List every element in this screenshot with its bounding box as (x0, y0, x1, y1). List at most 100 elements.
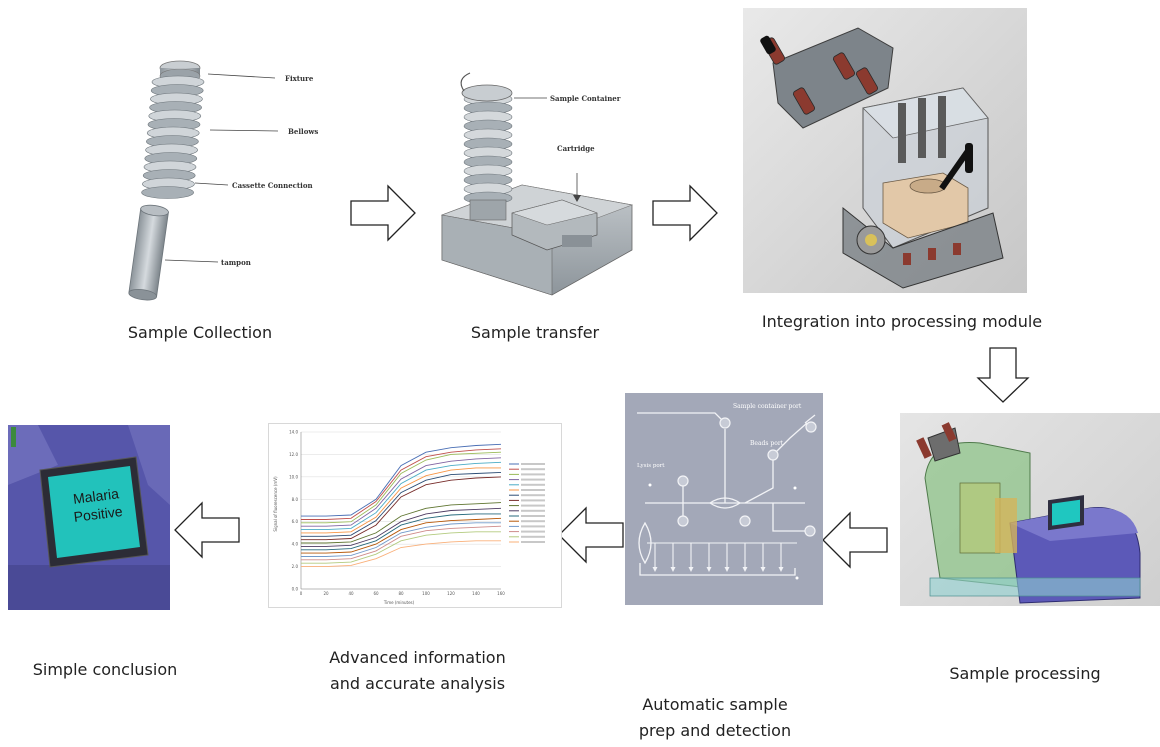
caption-sample-processing: Sample processing (949, 664, 1101, 683)
caption-integration: Integration into processing module (761, 312, 1043, 331)
container-base (469, 199, 507, 221)
chart-x-axis-label: Time (minutes) (383, 600, 415, 605)
arrow-left-icon (174, 501, 240, 559)
chart-series-line (301, 457, 502, 527)
chart-y-tick-label: 14.0 (289, 430, 298, 435)
chart-series-line (301, 513, 501, 551)
channel-arrowhead (670, 567, 676, 572)
chart-legend-entry (521, 509, 545, 512)
caption-analysis-line2: and accurate analysis (329, 674, 506, 693)
chart-y-tick-label: 6.0 (292, 519, 299, 524)
chart-series-line (301, 517, 502, 554)
chart-y-tick-label: 10.0 (289, 474, 298, 479)
conclusion-device-illustration (8, 425, 170, 610)
chart-x-tick-label: 60 (373, 591, 379, 596)
caption-analysis-line1: Advanced information (329, 648, 506, 667)
chart-series-line (301, 540, 501, 568)
sample-transfer-panel: Sample Container Cartridge (432, 65, 642, 305)
channel-arrowhead (652, 567, 658, 572)
chart-series-line (301, 525, 502, 561)
chart-x-tick-label: 120 (447, 591, 455, 596)
chart-legend-entry (521, 535, 545, 538)
chart-x-tick-label: 40 (348, 591, 354, 596)
chart-series-line (301, 522, 501, 557)
caption-sample-transfer: Sample transfer (470, 323, 600, 342)
arrow-left-icon (558, 506, 624, 564)
chart-y-axis-label: Signal of fluorescence (mV) (273, 476, 278, 532)
chart-series-line (301, 507, 502, 547)
chart-series-line (301, 461, 502, 531)
arrow-right-icon (350, 184, 416, 242)
chart-x-tick-label: 20 (323, 591, 329, 596)
channel-arrowhead (688, 567, 694, 572)
label-bellows: Bellows (288, 127, 318, 136)
caption-advanced-analysis: Advanced information and accurate analys… (290, 645, 545, 697)
chart-legend-entry (521, 520, 545, 523)
label-tampon: tampon (221, 258, 251, 267)
chart-legend-entry (521, 494, 545, 497)
channel-arrowhead (778, 567, 784, 572)
microfluidic-schematic: Sample container port Beads port Lysis p… (637, 403, 817, 580)
chart-series-line (301, 443, 502, 517)
chart-series-line (301, 502, 502, 544)
chart-legend-entry (521, 468, 545, 471)
chart-y-tick-label: 12.0 (289, 452, 298, 457)
chart-series-line (301, 471, 502, 537)
caption-prep-line1: Automatic sample (642, 695, 788, 714)
conclusion-device-panel: Malaria Positive (8, 425, 170, 610)
chart-legend-entry (521, 473, 545, 476)
label-lysis-port: Lysis port (637, 463, 665, 469)
label-fixture: Fixture (285, 74, 314, 83)
caption-simple-conclusion: Simple conclusion (32, 660, 178, 679)
microfluidic-schematic-panel: Sample container port Beads port Lysis p… (625, 393, 823, 605)
chart-legend-entry (521, 463, 545, 465)
chart-legend-entry (521, 478, 545, 481)
arrow-left-icon (822, 511, 888, 569)
channel-arrowhead (724, 567, 730, 572)
processing-device-illustration (916, 422, 1141, 604)
chart-x-tick-label: 0 (300, 591, 303, 596)
channel-arrowhead (706, 567, 712, 572)
chart-x-tick-label: 100 (422, 591, 430, 596)
chart-series-line (301, 451, 502, 524)
label-beads-port: Beads port (750, 440, 784, 447)
label-sample-container-port: Sample container port (733, 403, 802, 410)
chart-y-tick-label: 8.0 (292, 497, 299, 502)
processing-module-cad-panel (743, 8, 1027, 293)
cartridge-illustration: Sample Container Cartridge (440, 72, 634, 296)
chart-legend-entry (521, 530, 545, 533)
channel-arrowhead (742, 567, 748, 572)
chart-legend-entry (521, 541, 545, 543)
chart-legend-entry (521, 489, 545, 491)
chart-series-line (301, 467, 501, 534)
caption-sample-collection: Sample Collection (127, 323, 273, 342)
label-cartridge: Cartridge (557, 144, 595, 153)
chart-series-line (301, 531, 501, 564)
chart-y-tick-label: 2.0 (292, 564, 299, 569)
chart-x-tick-label: 80 (398, 591, 404, 596)
chart-legend-entry (521, 525, 545, 528)
chart-x-tick-label: 140 (472, 591, 480, 596)
fluorescence-chart-panel: 0.0 2.0 4.0 6.0 8.0 10.0 12.0 14.0 0 20 40 60 80 100 1… (268, 423, 562, 608)
chart-y-tick-label: 0.0 (292, 587, 299, 592)
chart-legend-entry (521, 515, 545, 517)
arrow-right-icon (652, 184, 718, 242)
caption-prep-detection: Automatic sample prep and detection (600, 692, 830, 744)
chart-legend-entry (521, 483, 545, 486)
fluorescence-line-chart: 0.0 2.0 4.0 6.0 8.0 10.0 12.0 14.0 0 20 40 60 80 100 1… (273, 430, 545, 605)
label-cassette-connection: Cassette Connection (232, 181, 313, 190)
chart-y-tick-label: 4.0 (292, 542, 299, 547)
processing-device-panel (900, 413, 1160, 606)
chart-x-tick-label: 160 (497, 591, 505, 596)
chart-series-line (301, 448, 502, 520)
label-sample-container: Sample Container (550, 94, 621, 103)
caption-prep-line2: prep and detection (638, 721, 792, 740)
channel-arrowhead (760, 567, 766, 572)
processing-module-illustration (760, 27, 1004, 289)
sample-collector-illustration: Fixture Bellows Cassette Connection tamp… (128, 60, 318, 301)
chart-legend-entry (521, 499, 545, 502)
chart-series-line (301, 476, 502, 541)
chart-legend-entry (521, 504, 545, 507)
sample-collection-panel: Fixture Bellows Cassette Connection tamp… (100, 50, 340, 305)
bellows-ring (141, 186, 194, 199)
